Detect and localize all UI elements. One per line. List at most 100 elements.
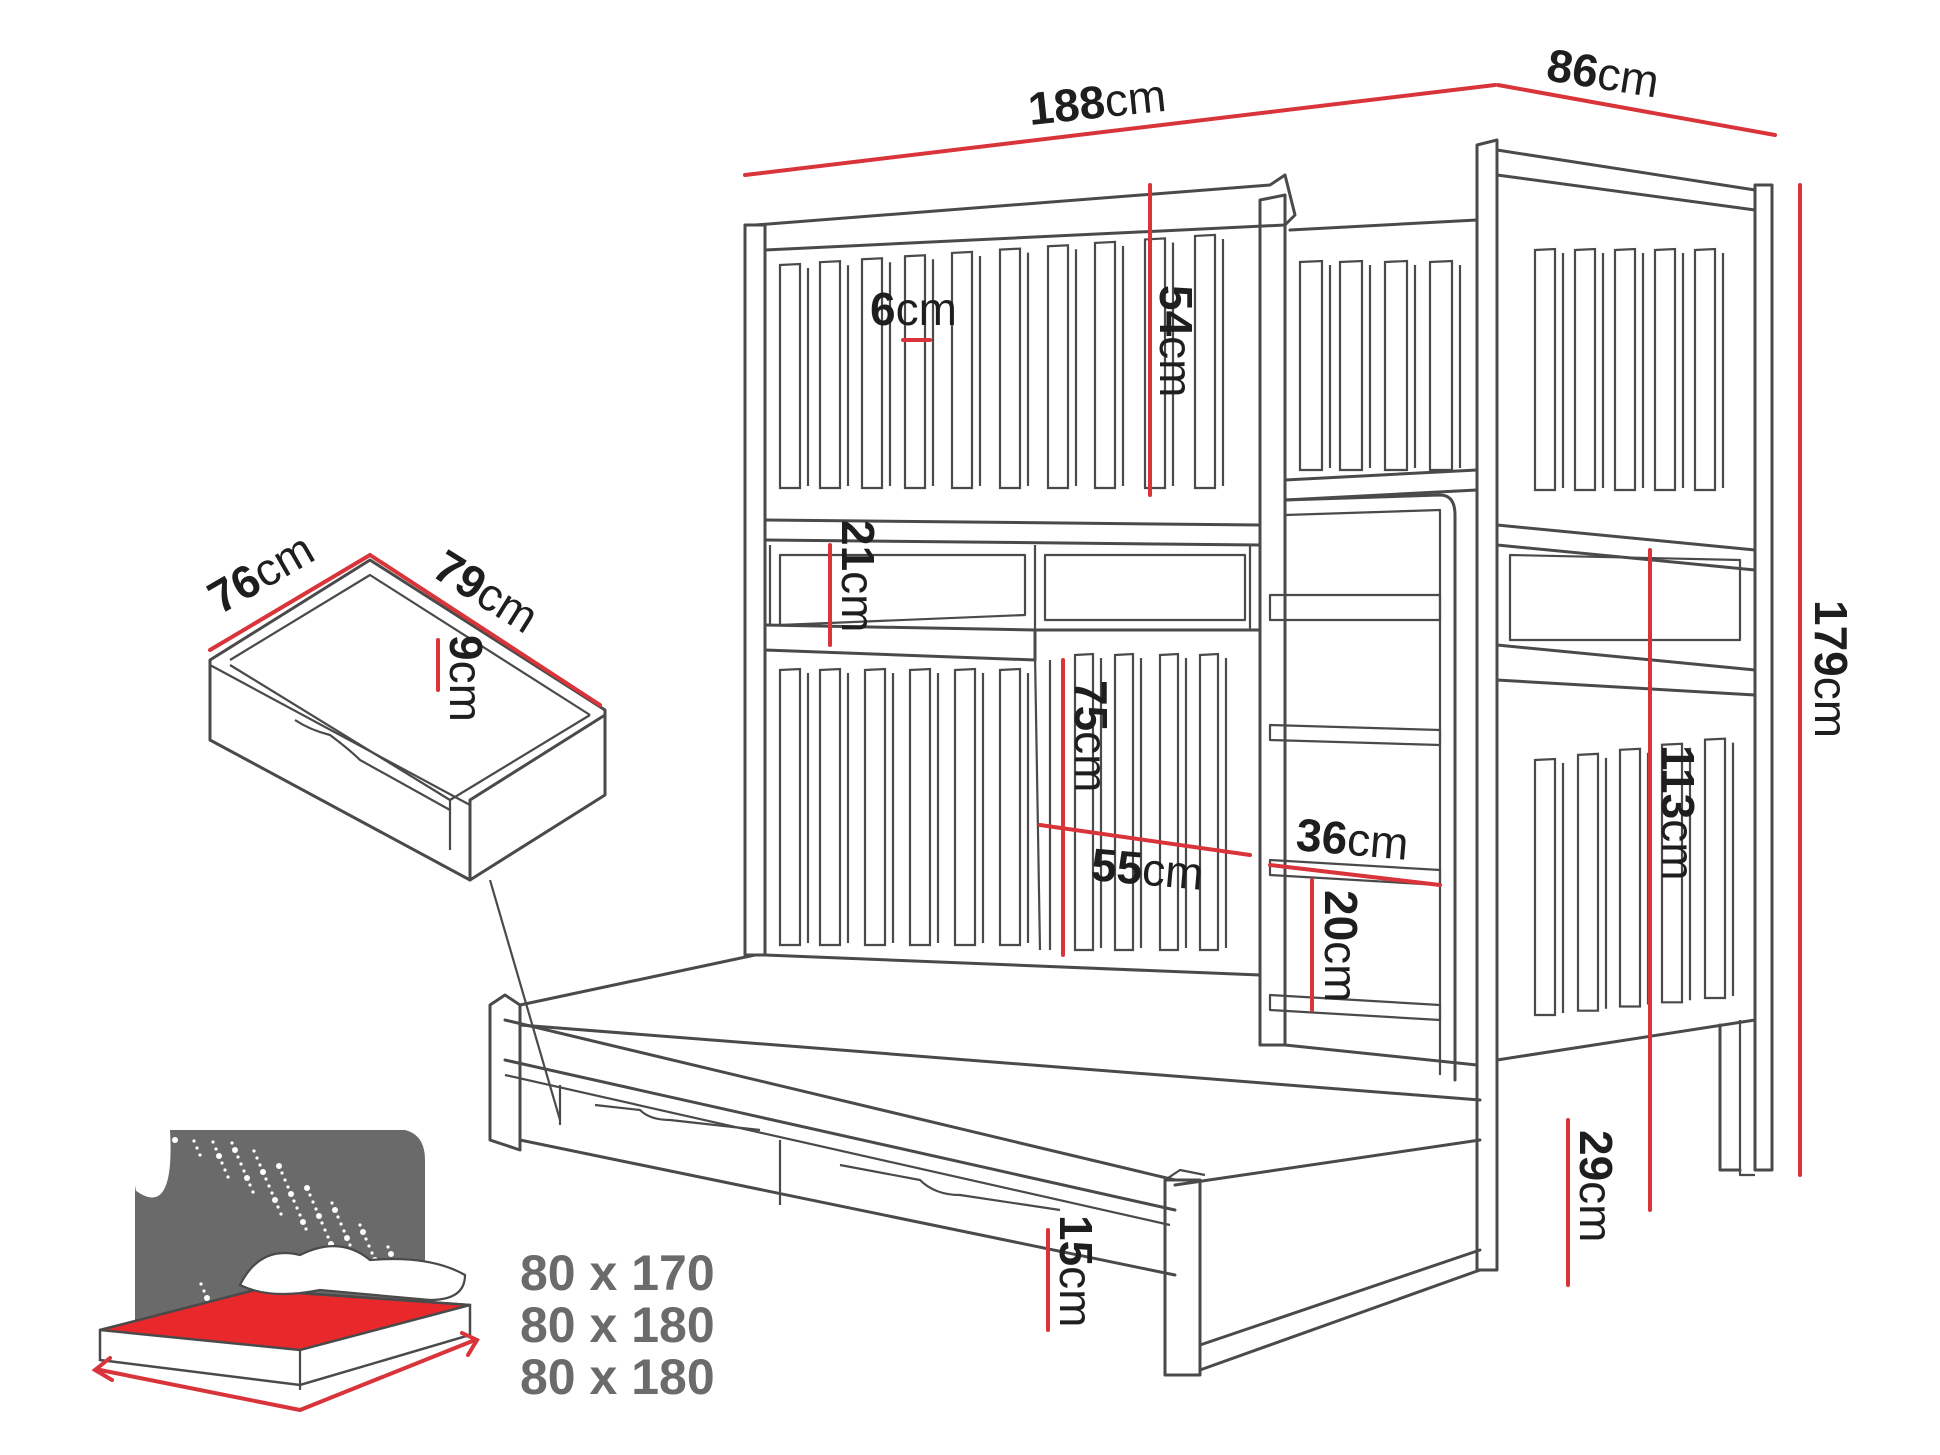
star-icon [252,1149,256,1153]
star-icon [258,1163,262,1167]
dim-bed-length: 188cm [1026,69,1169,135]
dim-trundle-height: 15cm [1050,1215,1102,1328]
star-icon [300,1219,306,1225]
star-icon [320,1221,324,1225]
star-icon [286,1185,290,1189]
star-icon [211,1140,215,1144]
star-icon [195,1146,199,1150]
bed-slat [778,667,802,947]
dim-drawer-width: 79cm [425,539,548,643]
dim-entry-width: 55cm [1089,838,1206,900]
star-icon [244,1175,250,1181]
star-icon [314,1207,318,1211]
star-icon [251,1190,255,1194]
bed-slat [1660,742,1684,1004]
star-icon [276,1163,282,1169]
star-icon [220,1161,224,1165]
bed-slat [1703,737,1727,1000]
star-icon [199,1282,203,1286]
star-icon [198,1153,202,1157]
mattress-size-list: 80 x 170 80 x 180 80 x 180 [520,1245,715,1405]
bed-slat [818,260,842,490]
dim-trundle-clearance: 29cm [1570,1130,1622,1243]
star-icon [358,1223,362,1227]
dim-bed-depth: 86cm [1543,39,1662,108]
bed-slat [1618,747,1642,1008]
bed-slat [1428,259,1454,472]
star-icon [292,1199,296,1203]
star-icon [316,1213,322,1219]
bed-slat [1046,244,1070,490]
star-icon [226,1175,230,1179]
star-icon [360,1229,366,1235]
star-icon [280,1171,284,1175]
dim-upper-rail-height: 54cm [1150,285,1202,398]
star-icon [288,1191,294,1197]
star-icon [270,1191,274,1195]
dim-gap-height: 21cm [832,520,884,633]
bed-slat [998,667,1022,947]
dimension-labels: 188cm 86cm 179cm 6cm 54cm 21cm 75cm 55cm… [199,39,1857,1328]
bed-slat [950,250,974,490]
star-icon [279,1212,283,1216]
star-icon [332,1207,338,1213]
star-icon [255,1156,259,1160]
star-icon [298,1213,302,1217]
bed-slat [1198,652,1220,952]
star-icon [248,1183,252,1187]
star-icon [216,1153,222,1159]
bed-slat [863,667,887,947]
star-icon [283,1178,287,1182]
star-icon [272,1197,278,1203]
star-icon [342,1229,346,1233]
star-icon [344,1235,350,1241]
dim-lower-rail-height: 75cm [1065,680,1117,793]
star-icon [323,1228,327,1232]
star-icon [308,1193,312,1197]
star-icon [232,1147,238,1153]
star-icon [348,1243,352,1247]
mattress-size-1: 80 x 170 [520,1245,715,1301]
bunk-bed-drawing [488,138,1774,1377]
bed-slat [1073,652,1095,952]
dim-total-height: 179cm [1805,600,1857,738]
dim-ladder-width: 36cm [1294,808,1411,870]
star-icon [295,1206,299,1210]
star-icon [214,1147,218,1151]
bed-slat [953,667,977,947]
bed-slat [1576,752,1600,1012]
mattress-size-2: 80 x 180 [520,1297,715,1353]
star-icon [388,1251,394,1257]
star-icon [326,1235,330,1239]
bed-slat [1613,247,1637,492]
star-icon [242,1169,246,1173]
star-icon [223,1168,227,1172]
bed-slat [1573,247,1597,492]
bed-slat [1158,652,1180,952]
star-icon [386,1245,390,1249]
star-icon [276,1205,280,1209]
dim-slat-width: 6cm [870,283,957,335]
bed-slat [1093,240,1117,490]
bed-slat [860,257,884,490]
star-icon [330,1201,334,1205]
star-icon [239,1162,243,1166]
star-icon [192,1139,196,1143]
bed-slat [1533,757,1557,1017]
bed-slat [1533,247,1557,492]
star-icon [260,1169,266,1175]
dim-drawer-depth: 76cm [199,522,322,623]
star-icon [367,1244,371,1248]
star-icon [311,1200,315,1204]
bed-slat [1653,247,1677,492]
star-icon [204,1295,210,1301]
bed-slat [1193,233,1217,490]
bed-slat [908,667,932,947]
bed-slat [1113,652,1135,952]
star-icon [370,1251,374,1255]
star-icon [304,1227,308,1231]
dimension-lines [208,83,1802,1332]
dim-drawer-height: 9cm [440,635,492,722]
star-icon [304,1185,310,1191]
